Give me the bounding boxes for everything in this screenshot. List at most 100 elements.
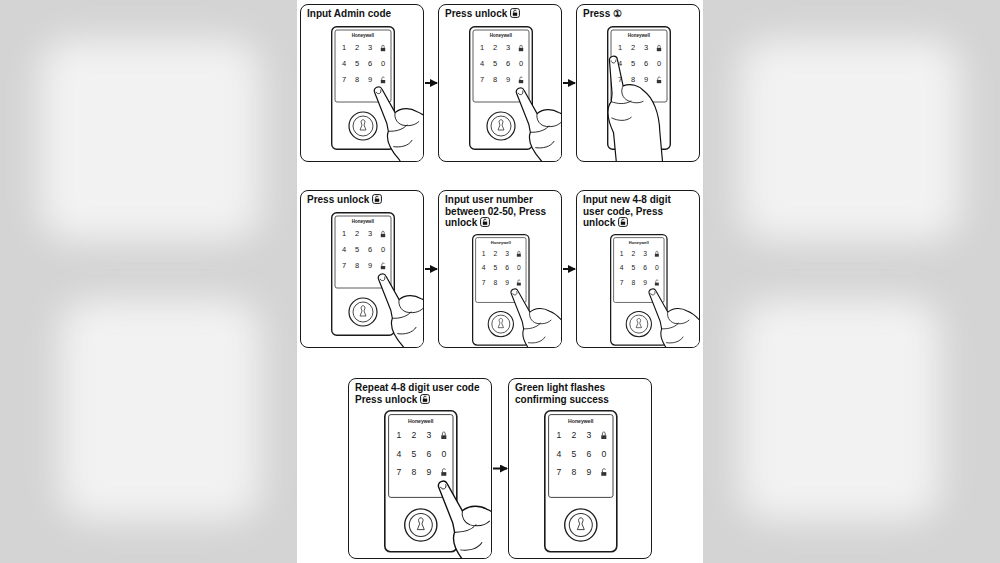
unlock-icon (618, 217, 628, 227)
brand-name: Honeywell (490, 34, 512, 39)
icon-frame (511, 9, 520, 18)
keypad-glass (549, 415, 613, 498)
keypad-digit: 3 (426, 431, 431, 440)
keypad-digit: 3 (505, 250, 509, 257)
keypad-digit: 5 (632, 265, 636, 272)
keypad-lock-shackle (518, 280, 520, 283)
keyhole (498, 318, 503, 327)
step-heading: Press unlock (439, 5, 561, 20)
knuckle-lines (655, 305, 696, 346)
keypad-digit: 8 (632, 279, 636, 286)
keypad-digit: 3 (506, 44, 510, 52)
keypad-digit: 6 (586, 449, 591, 458)
keypad-lock-icon (517, 283, 521, 286)
hand-outline (365, 72, 424, 162)
keypad-lock-shackle (382, 263, 385, 266)
keypad-lock-shackle (658, 45, 660, 48)
step-heading: Press ① (577, 5, 699, 20)
keypad-digit: 5 (494, 265, 498, 272)
keypad-lock-shackle (520, 77, 523, 80)
step-instruction: Press unlock (445, 8, 507, 19)
keypad-lock-icon (655, 254, 659, 257)
keypad-digit: 5 (355, 246, 359, 254)
thumbturn-inner (491, 116, 511, 136)
keypad-lock-shackle (518, 251, 520, 254)
step-instruction: Press unlock (307, 194, 369, 205)
keypad-digit: 4 (620, 265, 624, 272)
thumbturn-ring (349, 298, 377, 326)
thumbturn-inner (630, 315, 648, 333)
keypad-digit: 1 (480, 44, 484, 52)
hand-outline (428, 464, 492, 559)
icon-frame (421, 394, 430, 403)
icon-frame (481, 218, 490, 227)
keypad-digit: 8 (571, 468, 576, 477)
thumbturn-inner (353, 116, 373, 136)
icon-shackle (514, 10, 516, 12)
keypad-lock-icon (517, 254, 521, 257)
keypad-digit: 6 (643, 265, 647, 272)
keypad-digit: 5 (493, 60, 497, 68)
step-instruction: Input Admin code (307, 8, 391, 19)
pointing-hand (641, 275, 700, 348)
keypad-lock-icon (441, 435, 446, 439)
keypad-digit: 6 (426, 449, 431, 458)
keypad-digit: 3 (586, 431, 591, 440)
unlock-icon (420, 394, 430, 404)
pointing-hand (428, 464, 492, 559)
keypad-digit: 2 (411, 431, 416, 440)
keypad-digit: 2 (571, 431, 576, 440)
keypad-digit: 4 (342, 60, 346, 68)
keypad-digit: 4 (342, 246, 346, 254)
thumbturn-ring (487, 112, 515, 140)
thumbturn-inner (353, 302, 373, 322)
pointing-hand (369, 259, 424, 348)
keypad-lock-icon (601, 435, 606, 439)
keyhole (417, 518, 424, 530)
icon-shackle (484, 219, 486, 221)
knuckle-lines (607, 83, 645, 122)
keypad-digit: 8 (494, 279, 498, 286)
keypad-digit: 7 (397, 468, 402, 477)
keypad-lock-icon (381, 266, 385, 269)
brand-name: Honeywell (629, 241, 649, 245)
keypad-digit: 9 (505, 279, 509, 286)
lock-housing (545, 411, 617, 552)
keypad-digit: 1 (557, 431, 562, 440)
fingernail (513, 291, 518, 295)
keypad-digit: 9 (506, 76, 510, 84)
pointing-hand (365, 72, 424, 162)
keypad-lock-icon (381, 48, 385, 51)
keypad-digit: 6 (368, 246, 372, 254)
pointing-hand (507, 73, 562, 162)
lock-illustration (301, 5, 424, 162)
keypad-digit: 6 (505, 265, 509, 272)
keypad-digit: 2 (493, 44, 497, 52)
fingernail (611, 60, 616, 64)
keypad-lock-shackle (602, 469, 605, 472)
keypad-lock-icon (519, 80, 523, 83)
keypad-digit: 8 (355, 262, 359, 270)
keypad-digit: 7 (480, 76, 484, 84)
keypad-digit: 1 (620, 250, 624, 257)
keyhole (360, 306, 366, 316)
brand-name: Honeywell (408, 419, 434, 424)
step-heading: Green light flashes confirming success (509, 379, 651, 405)
hand-outline (641, 275, 700, 348)
keypad-digit: 2 (355, 44, 359, 52)
deadbolt-lock (611, 235, 667, 345)
keypad-lock-shackle (602, 432, 605, 435)
brand-name: Honeywell (568, 419, 594, 424)
step-heading: Input new 4-8 digit user code, Press unl… (577, 191, 699, 229)
keypad-digit: 8 (631, 76, 635, 84)
blurred-backdrop (40, 40, 260, 240)
keypad-lock-icon (441, 472, 446, 476)
keypad-digit: 7 (342, 262, 346, 270)
knuckle-lines (381, 105, 424, 150)
knuckle-lines (385, 292, 424, 337)
thumbturn-ring (565, 509, 597, 541)
step-instruction: Input new 4-8 digit user code, Press unl… (583, 194, 671, 228)
keypad-digit: 7 (620, 279, 624, 286)
brand-name: Honeywell (352, 220, 374, 225)
step-instruction: Press ① (583, 8, 622, 19)
